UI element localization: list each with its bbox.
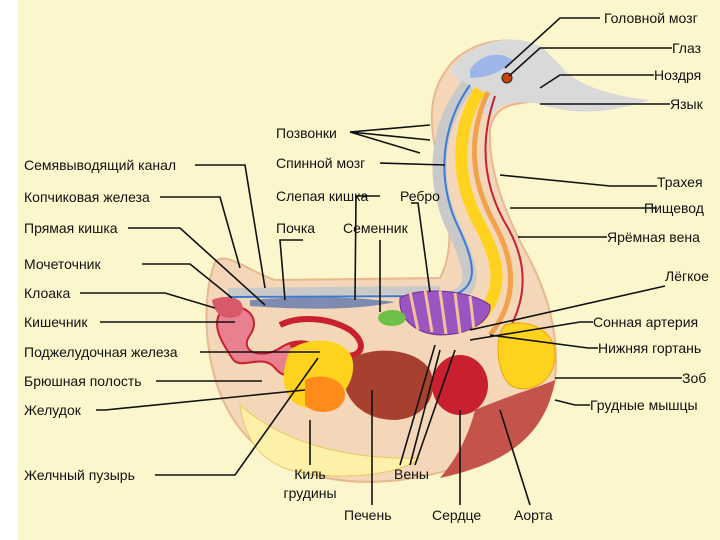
label-oesophagus: Пищевод (644, 200, 704, 216)
label-rib: Ребро (400, 188, 440, 204)
label-keel-line1: Киль (294, 466, 326, 482)
neck-spinal-cord (439, 84, 473, 299)
label-trachea: Трахея (657, 174, 703, 190)
ribs (408, 289, 476, 335)
label-stomach: Желудок (24, 402, 81, 418)
stomach-shape (305, 376, 345, 413)
label-uropygial-gland: Копчиковая железа (24, 189, 150, 205)
label-intestine: Кишечник (24, 314, 88, 330)
neck-oesophagus (455, 86, 503, 325)
label-vas-deferens: Семявыводящий канал (24, 157, 177, 173)
heart-shape (432, 355, 488, 415)
keel-shape (239, 403, 422, 477)
label-ureter: Мочеточник (24, 256, 101, 272)
neck-jugular (484, 95, 524, 337)
brain-shape (470, 54, 512, 78)
back-spine (227, 286, 441, 296)
liver-shape (343, 350, 434, 420)
kidney-shape (250, 297, 395, 309)
label-brain: Головной мозг (604, 10, 698, 26)
label-gall-bladder: Желчный пузырь (24, 467, 135, 483)
label-crop: Зоб (682, 370, 707, 386)
label-nostril: Ноздря (654, 67, 702, 83)
label-pancreas: Поджелудочная железа (24, 344, 178, 360)
label-vertebrae: Позвонки (276, 125, 337, 141)
label-aorta: Аорта (514, 507, 553, 523)
label-kidney: Почка (276, 220, 316, 236)
cloaca-shape (212, 296, 243, 318)
label-testis: Семенник (343, 220, 408, 236)
label-lung: Лёгкое (665, 268, 709, 284)
label-caecum: Слепая кишка (276, 188, 369, 204)
neck-trachea (472, 90, 513, 337)
label-tongue: Язык (670, 96, 703, 112)
label-syrinx: Нижняя гортань (598, 340, 702, 356)
label-cloaca: Клоака (24, 285, 71, 301)
label-liver: Печень (344, 507, 392, 523)
crop-shape (497, 322, 556, 390)
label-veins: Вены (394, 466, 429, 482)
label-heart: Сердце (432, 507, 482, 523)
label-eye: Глаз (672, 40, 702, 56)
label-pectoral-muscles: Грудные мышцы (590, 397, 698, 413)
label-carotid-artery: Сонная артерия (593, 314, 699, 330)
label-spinal-cord: Спинной мозг (276, 155, 366, 171)
breast-muscle (440, 380, 555, 478)
label-rectum: Прямая кишка (24, 220, 118, 236)
label-jugular-vein: Ярёмная вена (607, 229, 700, 245)
label-keel-line2: грудины (283, 485, 337, 501)
label-abdominal-cavity: Брюшная полость (24, 373, 142, 389)
leader-lines (80, 17, 682, 506)
testis-shape (378, 310, 406, 326)
